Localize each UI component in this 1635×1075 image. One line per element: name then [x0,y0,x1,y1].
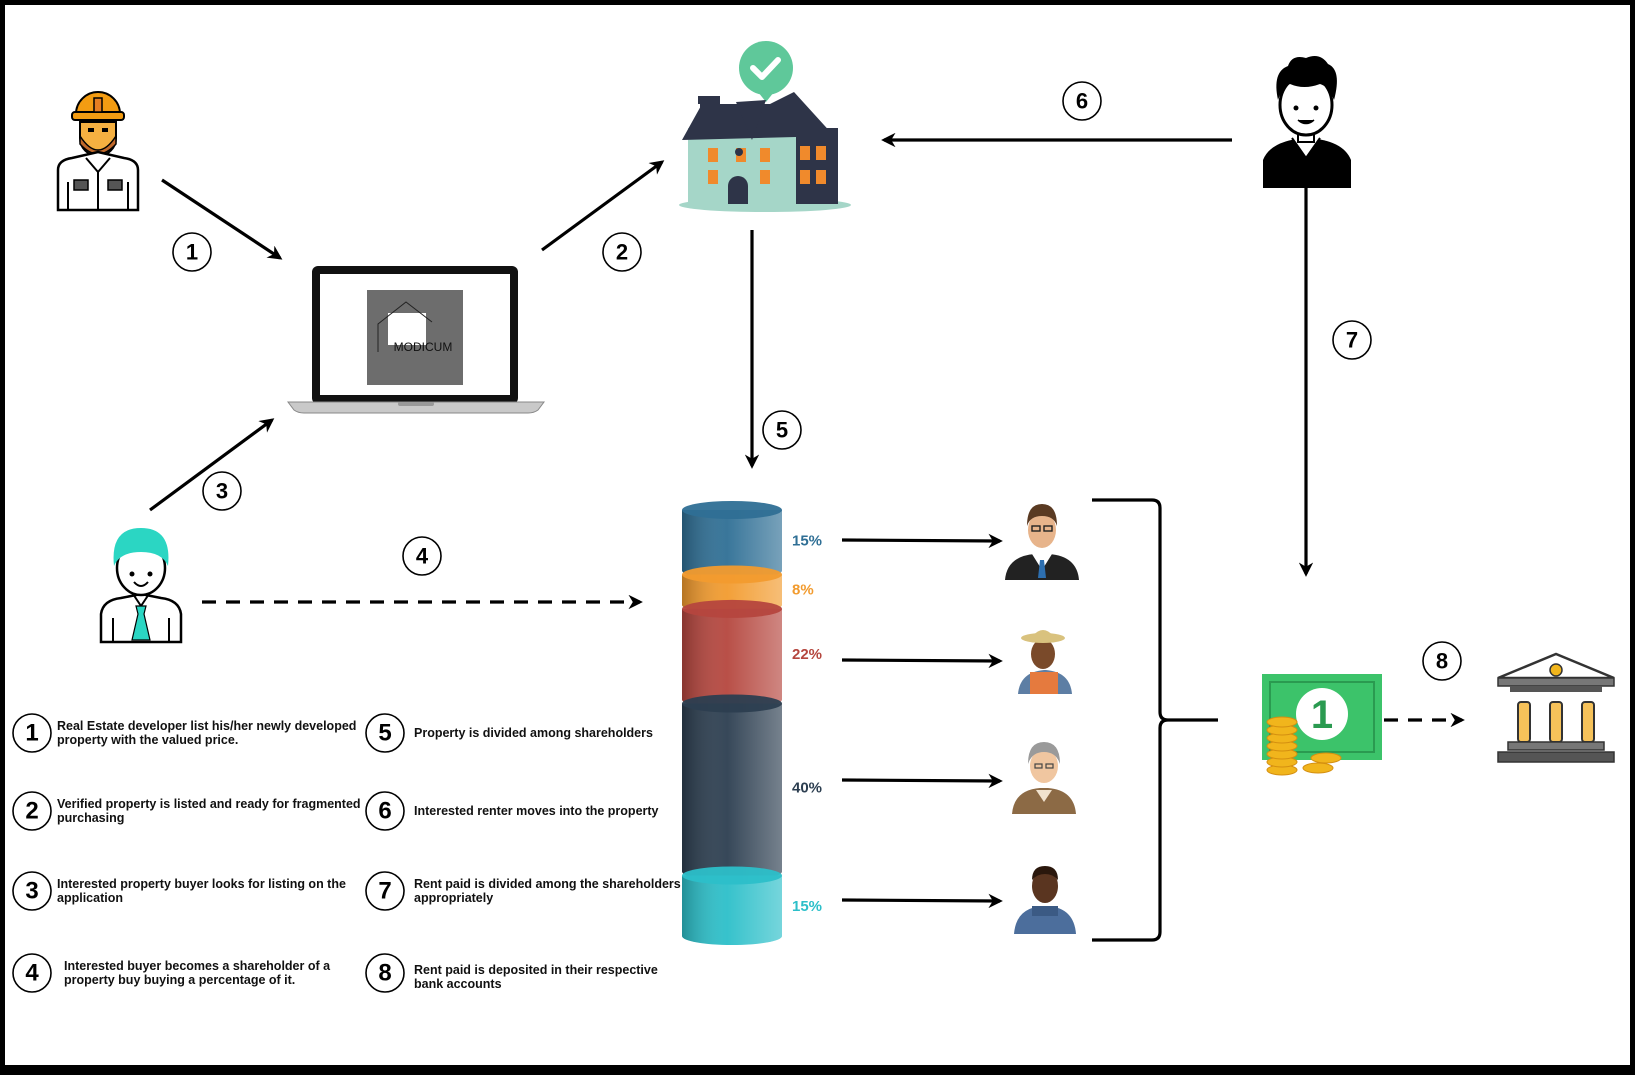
svg-text:1: 1 [25,720,38,747]
legend-item-7: 7 Rent paid is divided among the shareho… [365,871,681,911]
svg-text:Rent paid is divided among the: Rent paid is divided among the sharehold… [414,877,681,891]
arrow-step-2 [541,160,665,252]
svg-text:2: 2 [25,798,38,825]
share-label-5: 15% [792,898,822,915]
shareholder-icon-4 [1014,866,1076,934]
legend: 1 Real Estate developer list his/her new… [12,713,681,993]
laptop-icon: MODICUM [287,266,545,414]
svg-text:1: 1 [186,240,198,265]
svg-text:5: 5 [776,418,788,443]
svg-text:6: 6 [378,798,391,825]
shareholder-icon-2 [1018,630,1072,694]
arrow-to-shareholder-1 [841,533,1003,549]
arrow-to-shareholder-2 [841,653,1003,669]
svg-text:4: 4 [25,960,39,987]
svg-text:Real Estate developer list his: Real Estate developer list his/her newly… [57,719,356,733]
step-marker-2: 2 [602,232,642,272]
svg-text:3: 3 [25,878,38,905]
step-marker-8: 8 [1422,641,1462,681]
shareholder-icon-3 [1012,742,1076,814]
share-label-4: 40% [792,780,822,797]
arrow-step-3 [149,418,275,512]
check-badge-icon [739,41,793,95]
svg-text:appropriately: appropriately [414,891,493,905]
cylinder-segment-5 [682,866,782,945]
svg-text:property buy buying a percenta: property buy buying a percentage of it. [64,973,295,987]
svg-text:7: 7 [1346,328,1358,353]
step-markers: 1 2 3 4 5 6 7 8 [172,81,1462,681]
bill-digit: 1 [1311,693,1333,737]
svg-text:4: 4 [416,544,429,569]
cylinder-segment-1 [682,501,782,580]
legend-item-6: 6 Interested renter moves into the prope… [365,791,659,831]
verified-house-icon [679,41,851,212]
share-label-3: 22% [792,646,822,663]
svg-text:property with the valued price: property with the valued price. [57,733,238,747]
bank-icon [1497,652,1615,763]
share-label-1: 15% [792,532,822,549]
logo-text: MODICUM [394,340,453,354]
legend-item-2: 2 Verified property is listed and ready … [12,791,361,831]
svg-text:2: 2 [616,240,628,265]
legend-item-4: 4 Interested buyer becomes a shareholder… [12,953,331,993]
money-bill-icon: 1 [1262,674,1382,776]
step-marker-3: 3 [202,471,242,511]
cylinder-segment-4 [682,694,782,881]
cylinder-segment-3 [682,599,782,709]
svg-text:Interested property buyer look: Interested property buyer looks for list… [57,877,346,891]
step-marker-4: 4 [402,536,442,576]
renter-person-icon [1263,56,1351,188]
arrow-to-shareholder-3 [841,773,1003,789]
svg-text:Interested renter moves into t: Interested renter moves into the propert… [414,804,659,818]
share-label-2: 8% [792,582,814,599]
svg-text:3: 3 [216,479,228,504]
svg-text:8: 8 [1436,649,1448,674]
legend-item-5: 5 Property is divided among shareholders [365,713,653,753]
svg-text:8: 8 [378,960,391,987]
buyer-person-icon [99,528,183,644]
legend-item-8: 8 Rent paid is deposited in their respec… [365,953,658,993]
aggregation-bracket [1092,498,1218,942]
svg-text:purchasing: purchasing [57,811,124,825]
shareholder-icon-1 [1005,504,1079,580]
svg-text:5: 5 [378,720,391,747]
legend-item-1: 1 Real Estate developer list his/her new… [12,713,356,753]
arrow-step-1 [161,178,283,260]
svg-text:application: application [57,891,123,905]
svg-text:7: 7 [378,878,391,905]
svg-text:Interested buyer becomes a sha: Interested buyer becomes a shareholder o… [64,959,331,973]
step-marker-1: 1 [172,232,212,272]
svg-text:6: 6 [1076,89,1088,114]
step-marker-6: 6 [1062,81,1102,121]
svg-text:bank accounts: bank accounts [414,977,502,991]
arrow-to-shareholder-4 [841,893,1003,909]
construction-worker-icon [56,91,140,212]
svg-text:Verified property is listed an: Verified property is listed and ready fo… [57,797,361,811]
share-cylinder: 15% 8% 22% 40% 15% [682,501,822,945]
step-marker-7: 7 [1332,320,1372,360]
flow-arrows [149,132,1465,909]
legend-item-3: 3 Interested property buyer looks for li… [12,871,346,911]
step-marker-5: 5 [762,410,802,450]
svg-text:Rent paid is deposited in thei: Rent paid is deposited in their respecti… [414,963,658,977]
svg-text:Property is divided among shar: Property is divided among shareholders [414,726,653,740]
